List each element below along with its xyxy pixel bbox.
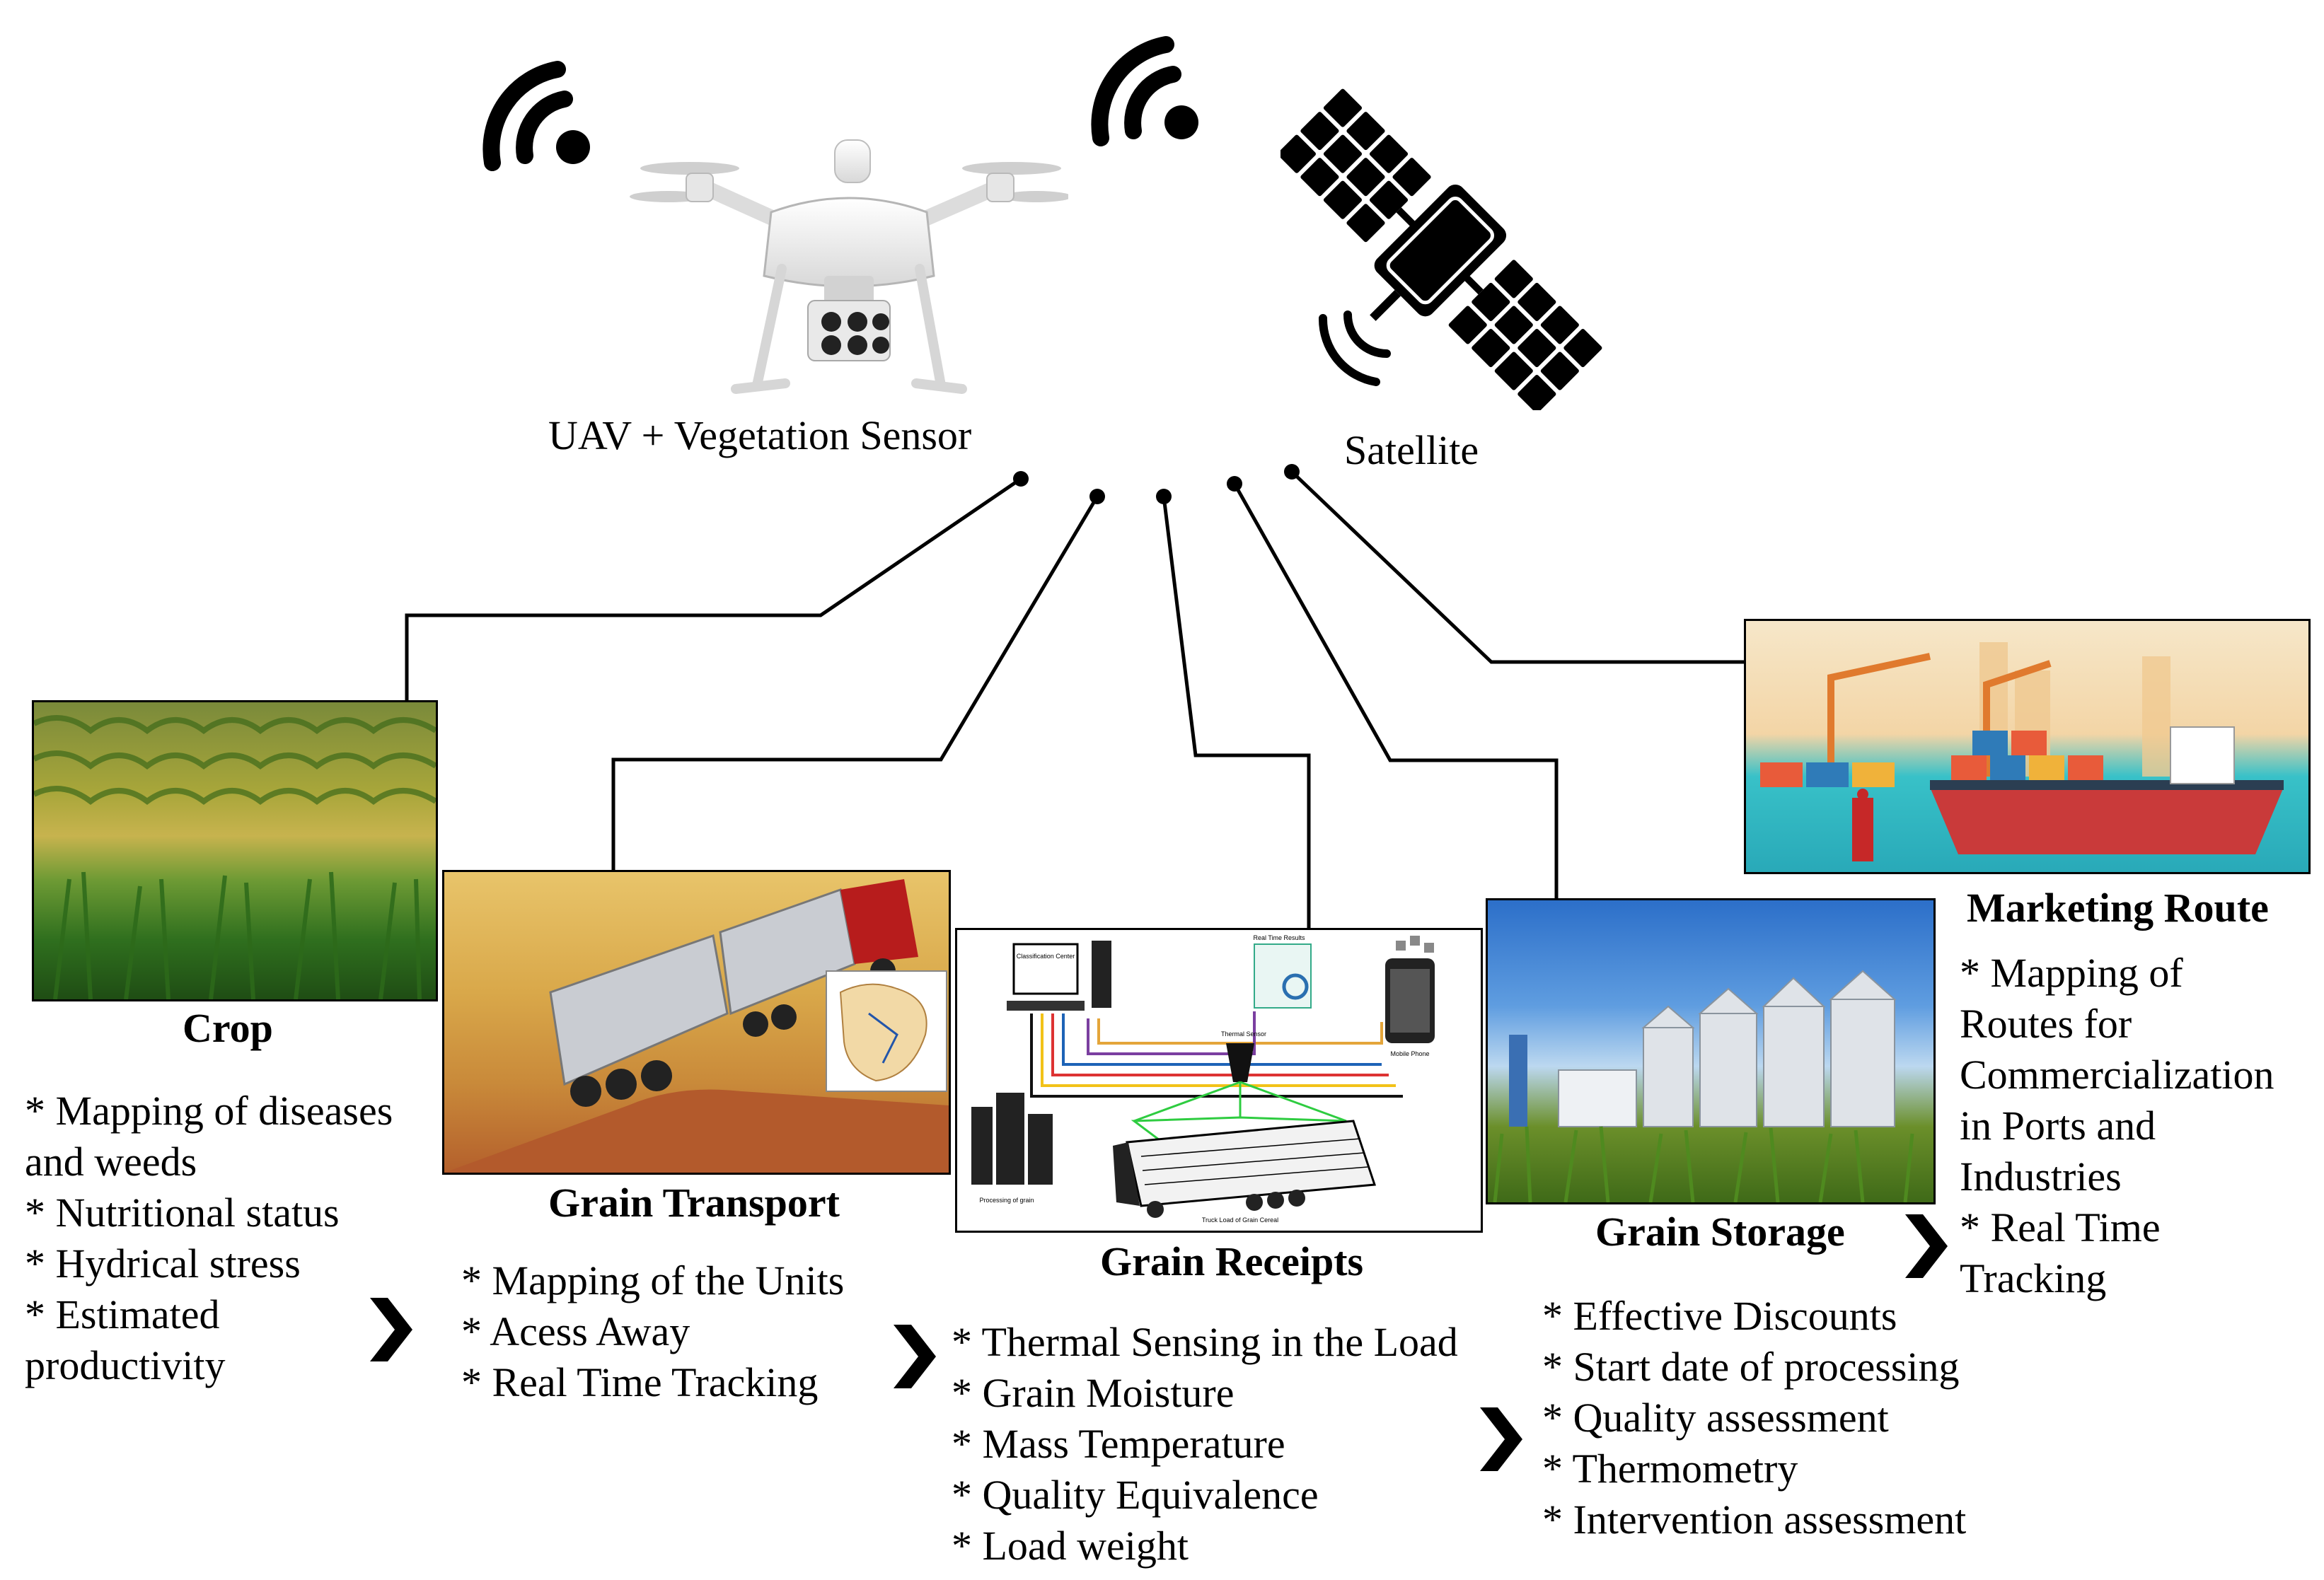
inset-label: Truck Load of Grain Cereal bbox=[1202, 1216, 1278, 1224]
satellite-label: Satellite bbox=[1344, 427, 1479, 473]
list-item: * Start date of processing bbox=[1542, 1344, 1960, 1390]
crop-photo bbox=[32, 700, 438, 1001]
list-item: in Ports and bbox=[1960, 1103, 2156, 1149]
grain-storage-title: Grain Storage bbox=[1595, 1209, 1845, 1255]
grain-transport-list: * Mapping of the Units * Acess Away * Re… bbox=[461, 1255, 844, 1408]
list-item: productivity bbox=[25, 1342, 226, 1388]
list-item: * Acess Away bbox=[461, 1308, 690, 1354]
list-item: * Estimated bbox=[25, 1291, 220, 1337]
inset-label: Real Time Results bbox=[1253, 934, 1305, 941]
connector-marketing bbox=[1290, 470, 1744, 664]
connector-transport bbox=[611, 495, 1099, 870]
list-item: * Mapping of bbox=[1960, 950, 2183, 996]
list-item: * Load weight bbox=[952, 1523, 1189, 1569]
drone-icon bbox=[630, 139, 1068, 394]
crop-title: Crop bbox=[183, 1005, 273, 1051]
list-item: * Thermometry bbox=[1542, 1446, 1798, 1492]
grain-storage-list: * Effective Discounts * Start date of pr… bbox=[1542, 1291, 1966, 1545]
marketing-route-title: Marketing Route bbox=[1967, 885, 2269, 931]
list-item: * Real Time Tracking bbox=[461, 1359, 819, 1405]
inset-label: Classification Center bbox=[1017, 953, 1075, 960]
connector-dot bbox=[1284, 464, 1300, 480]
list-item: * Grain Moisture bbox=[952, 1370, 1235, 1416]
connector-dot bbox=[1013, 471, 1029, 487]
connector-storage bbox=[1232, 482, 1559, 898]
inset-label: Thermal Sensor bbox=[1221, 1030, 1266, 1038]
list-item: * Mapping of diseases bbox=[25, 1088, 393, 1134]
marketing-route-photo bbox=[1744, 619, 2311, 874]
wifi-signal-icon bbox=[482, 61, 590, 171]
chevron-right-icon bbox=[894, 1325, 936, 1388]
connector-dot bbox=[1227, 476, 1242, 492]
grain-transport-photo bbox=[442, 870, 951, 1175]
list-item: * Hydrical stress bbox=[25, 1241, 301, 1286]
list-item: and weeds bbox=[25, 1139, 197, 1185]
list-item: * Mapping of the Units bbox=[461, 1257, 845, 1303]
grain-receipts-list: * Thermal Sensing in the Load * Grain Mo… bbox=[952, 1317, 1458, 1572]
chevron-right-icon bbox=[1905, 1214, 1948, 1278]
list-item: * Quality assessment bbox=[1542, 1395, 1889, 1441]
chevron-right-icon bbox=[370, 1298, 412, 1361]
satellite-icon bbox=[1280, 88, 1602, 410]
marketing-route-list: * Mapping of Routes for Commercializatio… bbox=[1960, 948, 2274, 1304]
grain-transport-title: Grain Transport bbox=[548, 1180, 840, 1226]
list-item: * Effective Discounts bbox=[1542, 1293, 1897, 1339]
connector-receipts bbox=[1162, 496, 1311, 928]
grain-storage-photo bbox=[1486, 898, 1936, 1204]
grain-receipts-diagram: Classification Center Real Time Results … bbox=[955, 928, 1483, 1233]
uav-label: UAV + Vegetation Sensor bbox=[548, 412, 972, 458]
inset-label: Processing of grain bbox=[979, 1197, 1034, 1204]
crop-list: * Mapping of diseases and weeds * Nutrit… bbox=[25, 1086, 393, 1391]
list-item: Tracking bbox=[1960, 1255, 2107, 1301]
grain-receipts-title: Grain Receipts bbox=[1100, 1238, 1364, 1284]
list-item: * Mass Temperature bbox=[952, 1421, 1285, 1467]
list-item: * Thermal Sensing in the Load bbox=[952, 1319, 1458, 1365]
connector-dot bbox=[1089, 489, 1105, 504]
connector-crop bbox=[405, 477, 1022, 700]
connector-dot bbox=[1156, 489, 1172, 504]
list-item: Industries bbox=[1960, 1154, 2122, 1199]
list-item: Routes for bbox=[1960, 1001, 2132, 1047]
list-item: * Nutritional status bbox=[25, 1190, 340, 1236]
list-item: * Intervention assessment bbox=[1542, 1497, 1967, 1543]
list-item: * Real Time bbox=[1960, 1204, 2161, 1250]
chevron-right-icon bbox=[1480, 1407, 1522, 1471]
inset-label: Mobile Phone bbox=[1390, 1050, 1429, 1057]
list-item: Commercialization bbox=[1960, 1052, 2274, 1098]
wifi-signal-icon bbox=[1091, 36, 1198, 146]
list-item: * Quality Equivalence bbox=[952, 1472, 1319, 1518]
